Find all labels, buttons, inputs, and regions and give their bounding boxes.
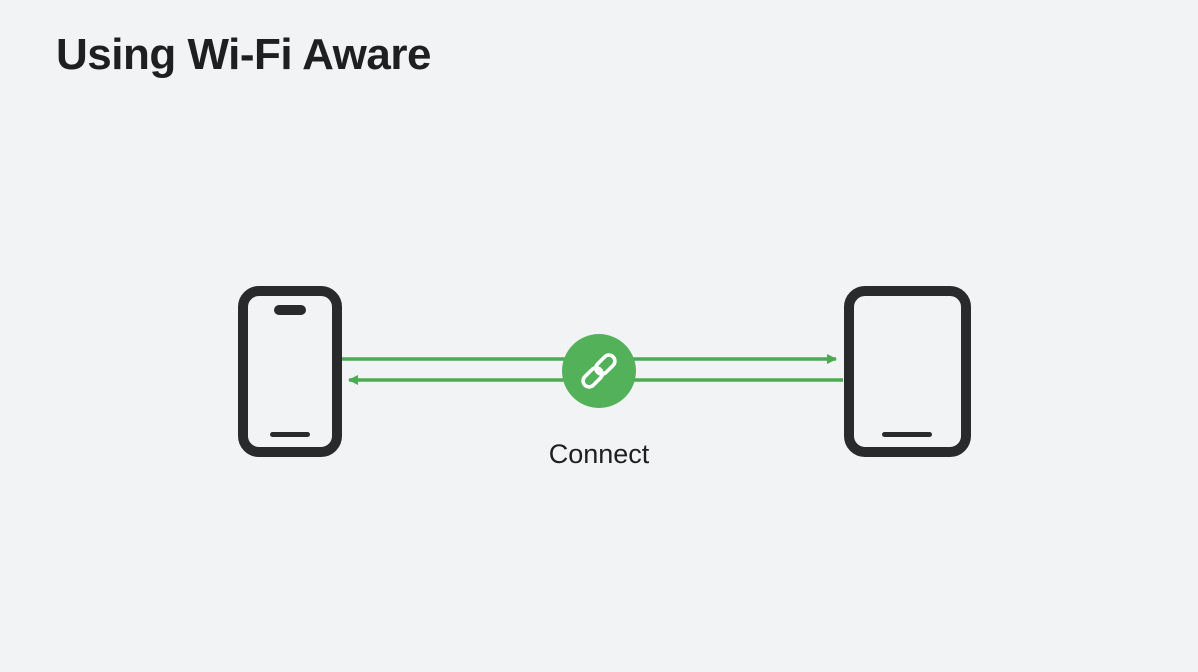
- connect-label: Connect: [549, 439, 650, 469]
- link-badge: [562, 334, 636, 408]
- iphone-icon: [238, 286, 342, 457]
- slide-title: Using Wi-Fi Aware: [56, 30, 431, 79]
- ipad-icon: [844, 286, 971, 457]
- link-icon: [581, 353, 617, 389]
